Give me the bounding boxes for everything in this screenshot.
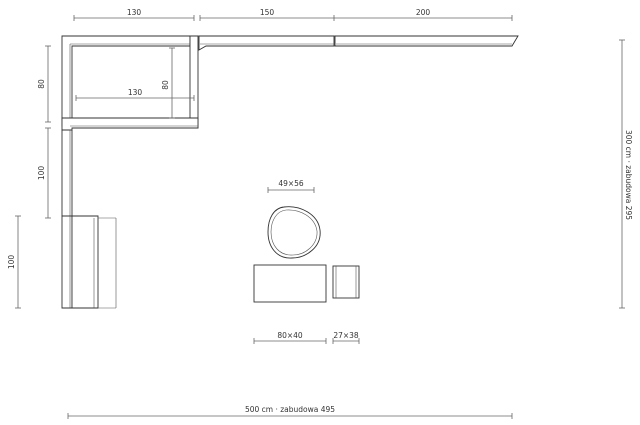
sofa-module-top-middle [198, 35, 335, 51]
dim-label-pouf: 49×56 [278, 179, 304, 188]
dim-label-bottom-total: 500 cm · zabudowa 495 [245, 405, 335, 414]
dim-label-inner-width: 130 [128, 88, 143, 97]
dim-label-left-upper: 80 [37, 79, 46, 89]
pouf-inner [270, 209, 318, 256]
sofa-module-left-middle [61, 129, 73, 217]
coffee-table [253, 264, 327, 303]
sofa-modules [61, 35, 519, 309]
dim-label-inner-depth: 80 [161, 80, 170, 90]
sofa-module-top-right [334, 35, 519, 47]
pouf [267, 206, 321, 259]
side-table-outline [332, 265, 360, 299]
dim-label-top-left: 130 [127, 8, 142, 17]
sofa-armrest-inner [189, 35, 199, 129]
pouf-outline [267, 206, 321, 259]
dim-label-side-table: 27×38 [333, 331, 359, 340]
dim-label-left-middle: 100 [37, 166, 46, 181]
dimensions: 130 150 200 80 100 100 130 80 [7, 8, 633, 419]
dim-label-left-lower: 100 [7, 255, 16, 270]
sofa-module-left-lower [61, 215, 73, 309]
side-table [332, 265, 360, 299]
dim-label-table: 80×40 [277, 331, 303, 340]
sofa-module-left-divider [61, 117, 199, 131]
dim-label-right-total: 300 cm · zabudowa 295 [624, 130, 633, 220]
dim-label-top-right: 200 [416, 8, 431, 17]
dim-label-top-middle: 150 [260, 8, 275, 17]
sofa-module-corner-top-left [61, 35, 191, 127]
